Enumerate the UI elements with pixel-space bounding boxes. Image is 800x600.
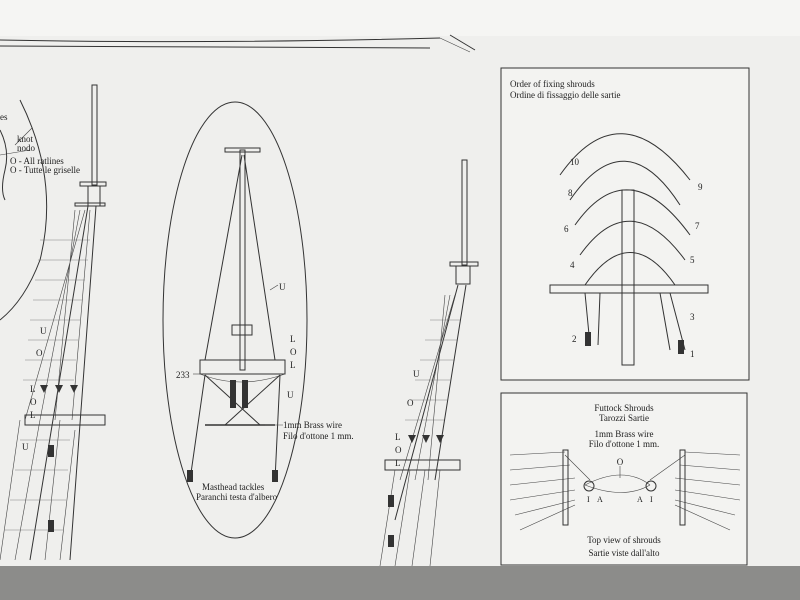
masthead-detail: U L O L U 233 1mm Brass wire Filo d'otto… [162, 101, 354, 539]
mast-label-l: L [30, 410, 36, 420]
futtock-o-label: O [617, 457, 624, 467]
masthead-tackles-label-it: Paranchi testa d'albero [196, 492, 278, 502]
shroud-number: 9 [698, 182, 703, 192]
mast-label-u: U [22, 442, 29, 452]
futtock-shrouds-panel: Futtock Shrouds Tarozzi Sartie 1mm Brass… [500, 392, 748, 566]
mast-label-o: O [407, 398, 414, 408]
shroud-number: 5 [690, 255, 695, 265]
shroud-number: 1 [690, 349, 695, 359]
mast-label-o: O [30, 397, 37, 407]
mast-label-u: U [413, 369, 420, 379]
mast-label-l: L [30, 384, 36, 394]
shroud-number: 7 [695, 221, 700, 231]
futtock-title: Futtock Shrouds [594, 403, 654, 413]
fixing-order-panel: Order of fixing shrouds Ordine di fissag… [500, 67, 750, 381]
ratlines-label-it: O - Tutte le griselle [10, 165, 80, 175]
shroud-number: 4 [570, 260, 575, 270]
partial-label: es [0, 112, 8, 122]
knot-label-it: nodo [17, 143, 36, 153]
mast-label-l: L [395, 458, 401, 468]
ratlines-label: O - All ratlines [10, 156, 64, 166]
mast-label-o: O [395, 445, 402, 455]
masthead-label-l: L [290, 360, 296, 370]
masthead-label-l: L [290, 334, 296, 344]
fixing-order-title-it: Ordine di fissaggio delle sartie [510, 90, 620, 100]
futtock-caption-it: Sartie viste dall'alto [588, 548, 660, 558]
shroud-number: 8 [568, 188, 573, 198]
mast-label-l: L [395, 432, 401, 442]
masthead-tackles-label: Masthead tackles [202, 482, 265, 492]
shroud-number: 6 [564, 224, 569, 234]
futtock-title-it: Tarozzi Sartie [599, 413, 649, 423]
center-mast-drawing: U O L O L [379, 159, 479, 567]
shroud-number: 10 [570, 157, 580, 167]
masthead-label-o: O [290, 347, 297, 357]
table-background [0, 566, 800, 600]
futtock-label-i: I [587, 495, 590, 504]
futtock-wire-label-it: Filo d'ottone 1 mm. [589, 439, 660, 449]
mast-label-o: O [36, 348, 43, 358]
brass-wire-label-it: Filo d'ottone 1 mm. [283, 431, 354, 441]
masthead-label-u: U [287, 390, 294, 400]
left-mast-drawing: U O L O L U [0, 84, 107, 561]
mast-label-u: U [40, 326, 47, 336]
knot-label: knot [17, 134, 34, 144]
fixing-order-title: Order of fixing shrouds [510, 79, 595, 89]
masthead-label-u: U [279, 282, 286, 292]
brass-wire-label: 1mm Brass wire [283, 420, 342, 430]
ratline-knot-detail: es knot nodo O - All ratlines O - Tutte … [0, 99, 80, 321]
futtock-wire-label: 1mm Brass wire [595, 429, 654, 439]
shroud-number: 3 [690, 312, 695, 322]
shroud-number: 2 [572, 334, 577, 344]
futtock-label-a: A [637, 495, 643, 504]
part-number-label: 233 [176, 370, 190, 380]
futtock-label-i: I [650, 495, 653, 504]
hull-outline [0, 34, 476, 53]
futtock-caption: Top view of shrouds [587, 535, 661, 545]
futtock-label-a: A [597, 495, 603, 504]
